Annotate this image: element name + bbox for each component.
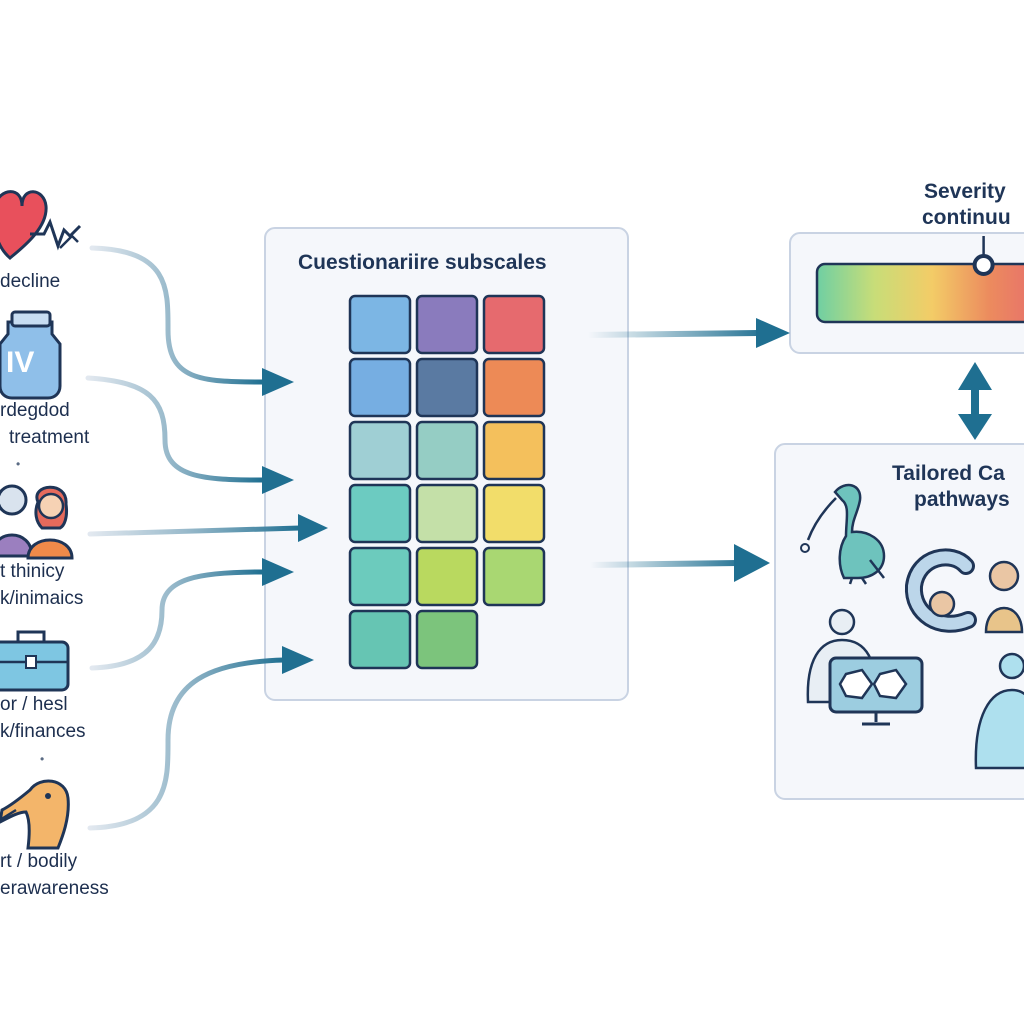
dot-2: • — [40, 752, 45, 766]
double-arrow — [958, 362, 992, 440]
subscale-cell-0-0 — [348, 294, 412, 355]
label-briefcase-2: k/finances — [0, 721, 86, 742]
subscale-cell-3-1 — [415, 483, 479, 544]
c-letter-icon — [904, 548, 977, 633]
arrow-people — [87, 525, 303, 537]
arrowhead-care — [734, 544, 770, 582]
label-briefcase-1: or / hesl — [0, 694, 68, 715]
subscale-cell-3-2 — [482, 483, 546, 544]
input-arrowheads — [262, 368, 328, 674]
people-icon — [0, 484, 74, 560]
label-bottle-2: treatment — [9, 427, 90, 448]
subscale-cell-1-2 — [482, 357, 546, 418]
subscale-grid — [348, 294, 546, 670]
heart-pulse-icon — [0, 190, 82, 260]
bottle-badge: IV — [6, 346, 34, 379]
arrow-bottle — [85, 375, 265, 483]
subscale-cell-4-0 — [348, 546, 412, 607]
patient-icon — [974, 652, 1024, 770]
label-people-1: t thinicy — [0, 561, 65, 582]
bird-icon — [800, 483, 886, 585]
subscale-cell-5-1 — [415, 609, 479, 670]
arrow-to-care — [589, 560, 739, 568]
subscale-cell-5-0 — [348, 609, 412, 670]
care-title-line-2: pathways — [914, 488, 1010, 511]
subscale-cell-1-0 — [348, 357, 412, 418]
severity-title-line-1: Severity — [924, 180, 1006, 203]
label-bird-2: erawareness — [0, 878, 109, 899]
arrow-bird — [87, 657, 287, 831]
subscale-cell-1-1 — [415, 357, 479, 418]
severity-bar — [815, 262, 1024, 324]
dot-1: • — [16, 457, 21, 471]
arrowhead-severity — [756, 318, 790, 348]
subscales-title: Cuestionariire subscales — [298, 251, 547, 274]
subscale-cell-0-2 — [482, 294, 546, 355]
medicine-bottle-icon: IV — [0, 310, 62, 400]
subscale-cell-4-1 — [415, 546, 479, 607]
subscale-cell-3-0 — [348, 483, 412, 544]
label-bird-1: rt / bodily — [0, 851, 78, 872]
monitor-icon — [828, 656, 924, 726]
label-people-2: k/inimaics — [0, 588, 84, 609]
label-heart-1: decline — [0, 271, 61, 292]
arrow-briefcase — [89, 569, 265, 671]
subscale-cell-2-2 — [482, 420, 546, 481]
briefcase-icon — [0, 630, 70, 692]
arrow-heart — [89, 245, 265, 385]
subscale-cell-4-2 — [482, 546, 546, 607]
input-arrows — [85, 245, 303, 831]
arrow-to-severity — [587, 330, 759, 338]
bird-head-icon — [0, 779, 70, 850]
severity-marker — [972, 254, 995, 276]
subscale-cell-0-1 — [415, 294, 479, 355]
subscale-cell-2-0 — [348, 420, 412, 481]
care-title-line-1: Tailored Ca — [892, 462, 1005, 485]
label-bottle-1: rdegdod — [0, 400, 70, 421]
subscale-cell-2-1 — [415, 420, 479, 481]
severity-title-line-2: continuu — [922, 206, 1011, 229]
caregiver-icon — [984, 560, 1024, 634]
